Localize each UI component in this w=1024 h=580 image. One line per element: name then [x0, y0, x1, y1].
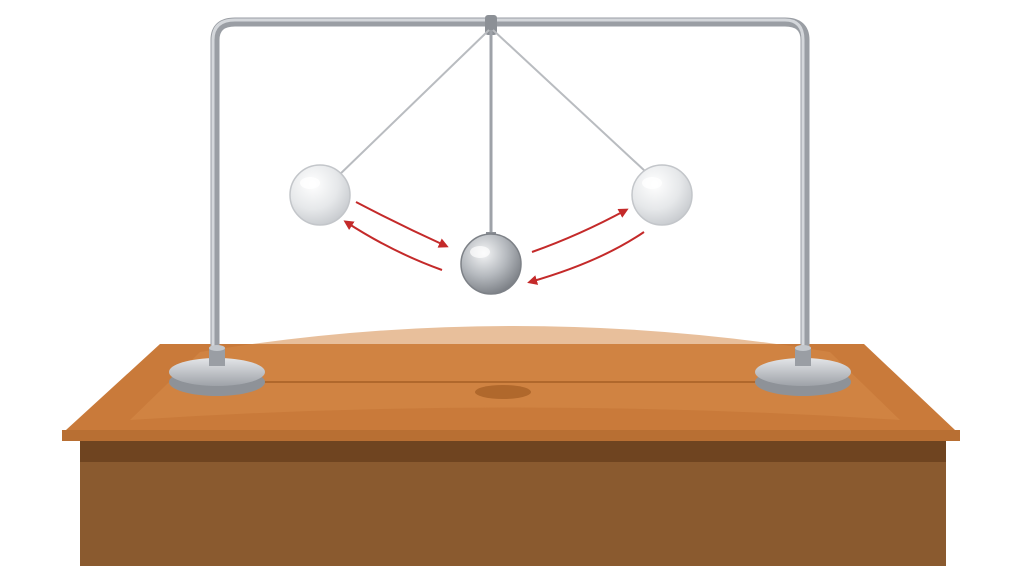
pendulum-strings: [335, 29, 647, 236]
ghost-bob-right: [631, 164, 693, 226]
table-edge: [62, 430, 960, 441]
frame-bar: [210, 17, 810, 352]
right-base: [755, 345, 851, 396]
curved-arrow-icon: [527, 231, 645, 285]
pendulum-bobs: [289, 164, 693, 295]
frame-bar-highlight: [211, 18, 805, 352]
table-top-knot: [475, 385, 531, 399]
table-top-highlight: [130, 326, 900, 420]
motion-arrows: [343, 201, 645, 285]
curved-arrow-icon: [531, 208, 629, 253]
left-base: [169, 345, 265, 396]
string-right-ghost: [492, 29, 647, 173]
string-left-ghost: [335, 29, 490, 179]
table-front-shadow: [80, 440, 946, 462]
ghost-bob-left: [289, 164, 351, 226]
pendulum-bob: [460, 233, 522, 295]
curved-arrow-icon: [355, 201, 449, 248]
pendulum-frame: [210, 15, 810, 352]
curved-arrow-icon: [343, 220, 443, 271]
table: [62, 326, 960, 566]
